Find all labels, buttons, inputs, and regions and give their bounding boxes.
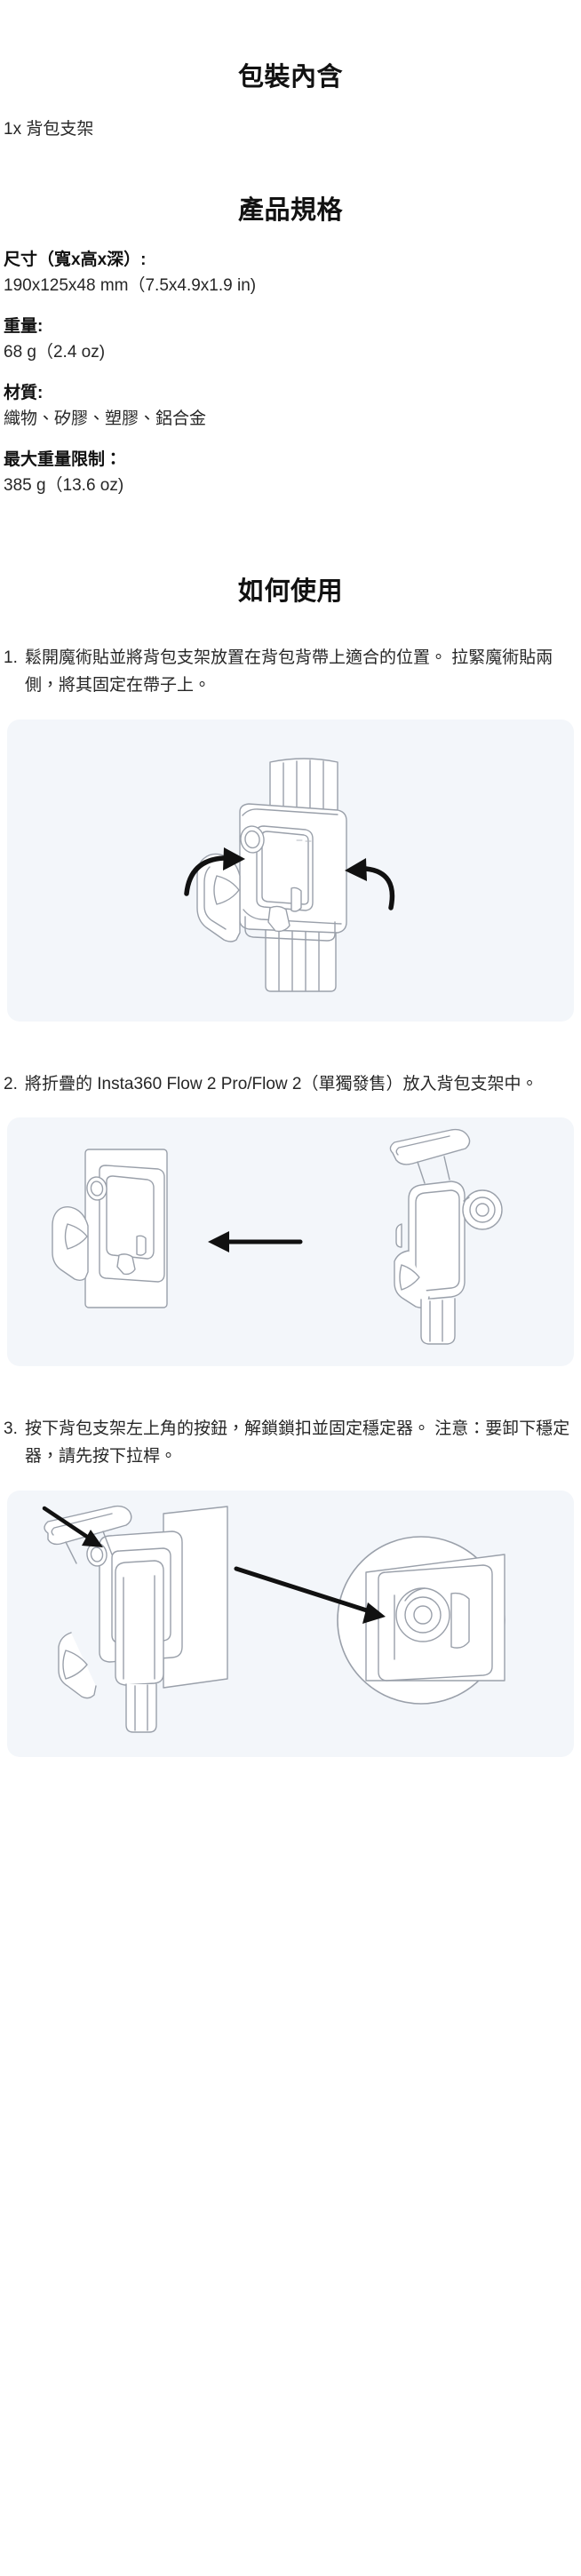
spec-label-dimensions: 尺寸（寬x高x深）: [4, 250, 147, 270]
howto-step-2: 2. 將折疊的 Insta360 Flow 2 Pro/Flow 2（單獨發售）… [0, 1071, 581, 1099]
spec-label-material: 材質: [4, 384, 44, 403]
spec-value-max-load: 385 g（13.6 oz) [4, 475, 124, 495]
arrow-right-icon [363, 865, 395, 910]
step-1-number: 1. [4, 648, 18, 668]
backpack-strap-velcro-wrap-illustration [184, 757, 395, 992]
step-3-illustration [7, 1490, 574, 1757]
package-item: 1x 背包支架 [4, 119, 94, 139]
arrow-right-head-icon [345, 857, 367, 881]
step-1-illustration [7, 719, 574, 1022]
how-to-use-title: 如何使用 [237, 577, 343, 607]
arrow-press-button-head-icon [82, 1529, 103, 1547]
spec-value-material: 織物、矽膠、塑膠、鋁合金 [4, 409, 207, 428]
spec-value-dimensions: 190x125x48 mm（7.5x4.9x1.9 in) [4, 275, 257, 295]
insert-folded-gimbal-into-mount-illustration [52, 1129, 503, 1346]
arrow-insert-icon [208, 1231, 303, 1253]
package-contents-title: 包裝內含 [237, 63, 343, 92]
step-3-number: 3. [4, 1419, 18, 1439]
arrow-insert-head-icon [208, 1231, 229, 1253]
howto-step-1: 1. 鬆開魔術貼並將背包支架放置在背包背帶上適合的位置。 拉緊魔術貼兩側，將其固… [0, 645, 581, 700]
step-2-text: 將折疊的 Insta360 Flow 2 Pro/Flow 2（單獨發售）放入背… [25, 1074, 538, 1093]
arrow-left-head-icon [223, 847, 245, 871]
arrow-to-magnifier-head-icon [362, 1602, 386, 1624]
spec-label-weight: 重量: [4, 317, 44, 337]
step-3-text: 按下背包支架左上角的按鈕，解鎖鎖扣並固定穩定器。 注意：要卸下穩定器，請先按下拉… [25, 1419, 570, 1467]
spec-label-max-load: 最大重量限制： [4, 450, 123, 470]
step-2-number: 2. [4, 1074, 18, 1093]
arrow-left-icon [184, 855, 227, 896]
arrow-press-button-icon [42, 1506, 103, 1547]
step-2-illustration [7, 1117, 574, 1367]
spec-value-weight: 68 g（2.4 oz) [4, 342, 106, 362]
specifications-list: 尺寸（寬x高x深）: 190x125x48 mm（7.5x4.9x1.9 in)… [0, 248, 581, 498]
arrow-to-magnifier-icon [234, 1566, 386, 1624]
step-1-text: 鬆開魔術貼並將背包支架放置在背包背帶上適合的位置。 拉緊魔術貼兩側，將其固定在帶… [25, 648, 553, 695]
howto-step-3: 3. 按下背包支架左上角的按鈕，解鎖鎖扣並固定穩定器。 注意：要卸下穩定器，請先… [0, 1416, 581, 1471]
specifications-title: 產品規格 [237, 196, 343, 226]
press-button-unlock-latch-illustration [42, 1505, 505, 1733]
